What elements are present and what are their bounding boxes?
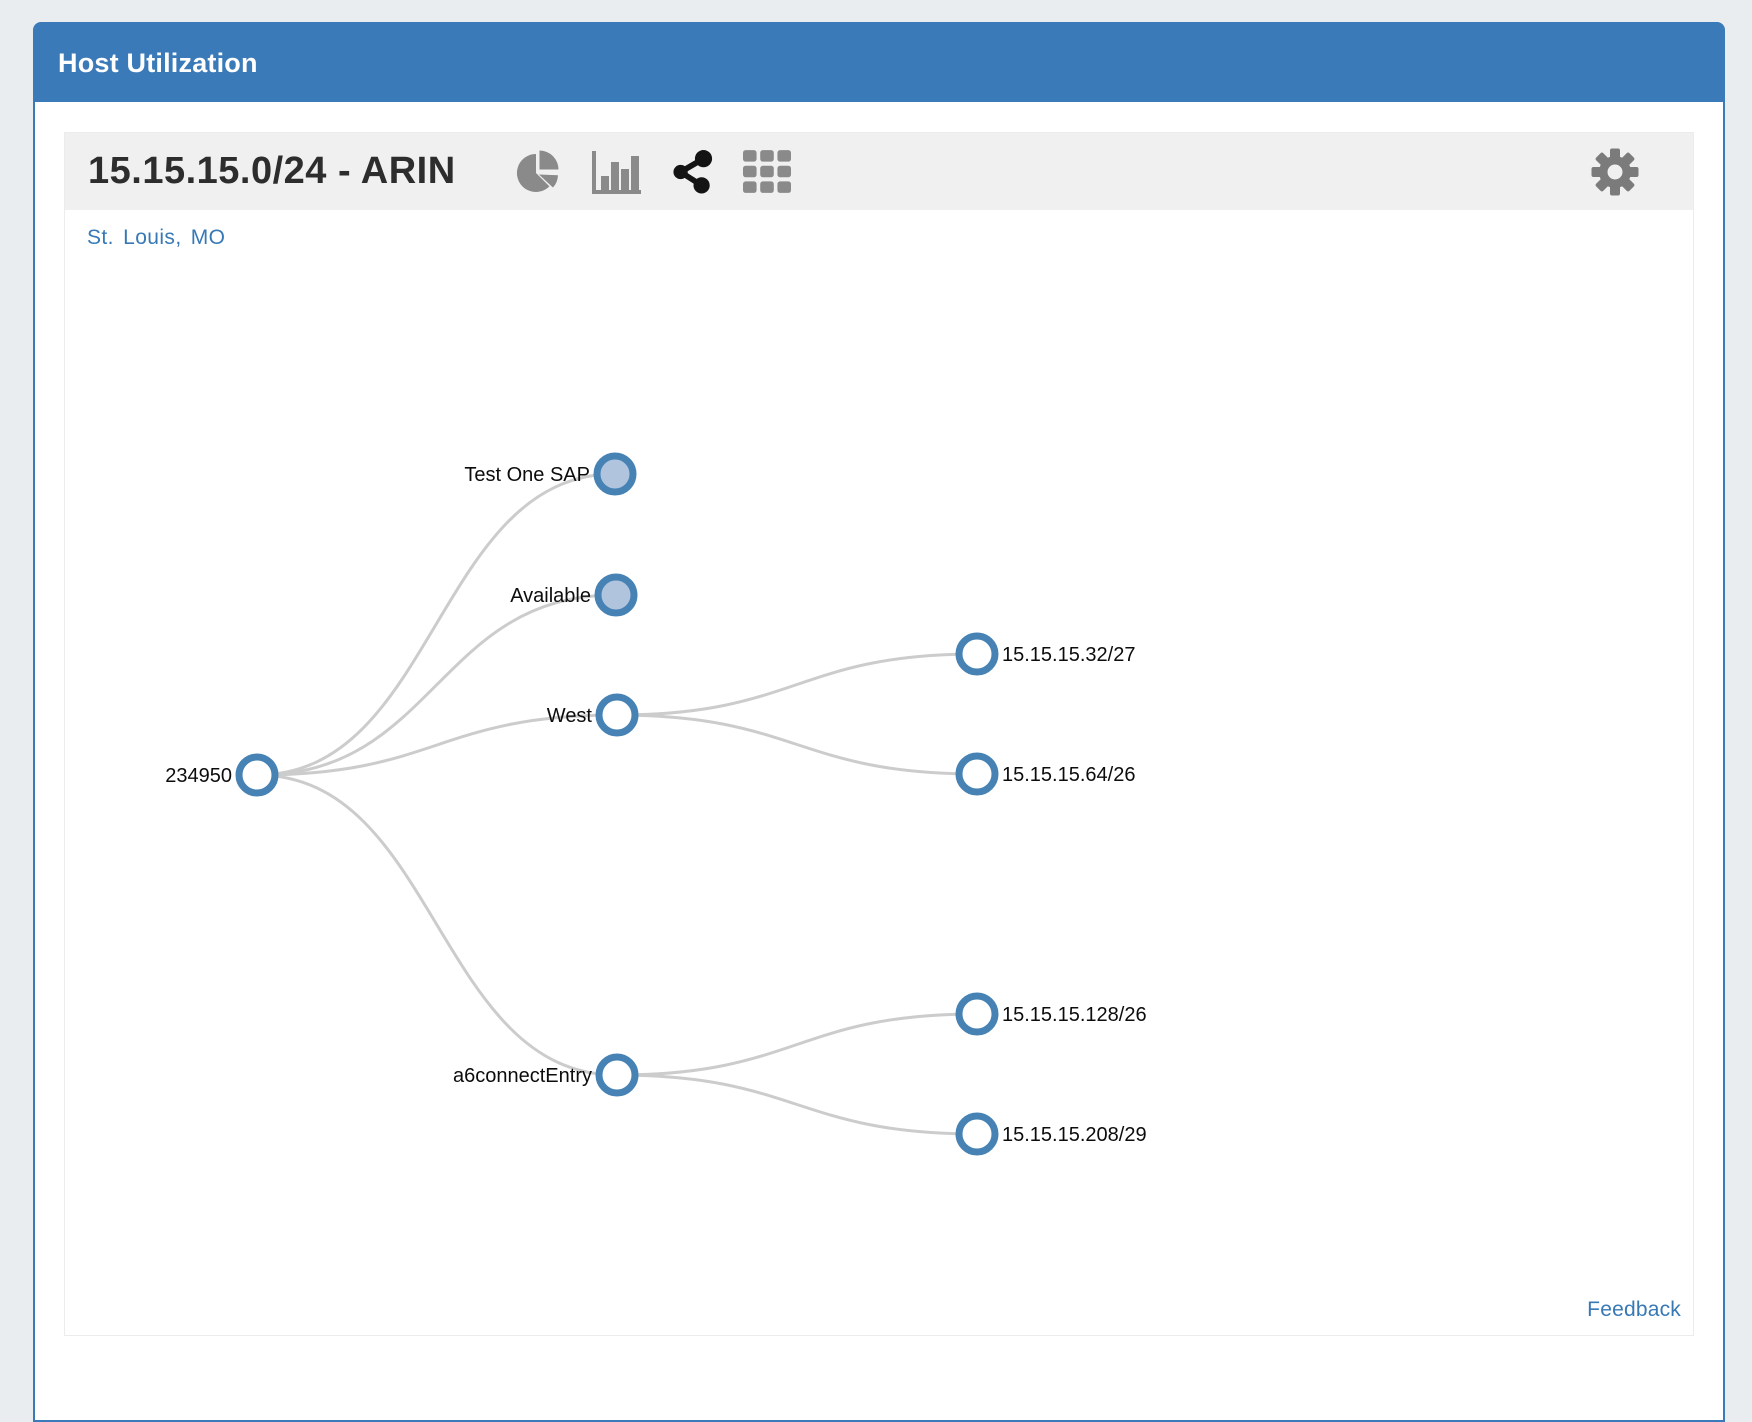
tree-link [256, 472, 616, 777]
panel-header: Host Utilization [35, 24, 1723, 102]
tree-node-label: 234950 [165, 765, 232, 787]
pie-view-button[interactable] [514, 148, 560, 196]
tree-link [616, 713, 978, 776]
tree-node-group: 15.15.15.208/29 [955, 1112, 1147, 1156]
bar-chart-view-button[interactable] [589, 149, 643, 195]
panel-body: 15.15.15.0/24 - ARIN [35, 102, 1723, 1336]
tree-node-group: Available [510, 573, 638, 617]
share-view-button[interactable] [672, 149, 714, 195]
grid-view-button[interactable] [742, 150, 791, 193]
tree-node-test-one-sap[interactable] [593, 452, 637, 496]
host-utilization-panel: Host Utilization 15.15.15.0/24 - ARIN [33, 22, 1725, 1422]
tree-node-label: 15.15.15.64/26 [1002, 764, 1135, 786]
view-toolbar [514, 148, 791, 196]
tree-node-label: 15.15.15.128/26 [1002, 1004, 1147, 1026]
settings-button[interactable] [1591, 148, 1639, 196]
tree-link [256, 773, 618, 1077]
bar-chart-icon [589, 149, 643, 195]
widget-titlebar: 15.15.15.0/24 - ARIN [65, 133, 1693, 210]
tree-node-root[interactable] [235, 753, 279, 797]
tree-node-label: Available [510, 585, 591, 607]
tree-node-group: 15.15.15.32/27 [955, 632, 1135, 676]
tree-node-group: 234950 [165, 753, 279, 797]
tree-node-label: 15.15.15.32/27 [1002, 644, 1135, 666]
feedback-link[interactable]: Feedback [1587, 1298, 1681, 1321]
tree-node-group: a6connectEntry [453, 1053, 639, 1097]
gear-icon [1591, 148, 1639, 196]
tree-link [256, 593, 617, 777]
tree-link [616, 652, 978, 717]
tree-node-label: West [547, 705, 593, 727]
tree-node-label: a6connectEntry [453, 1065, 592, 1087]
tree-node-subnet-64-26[interactable] [955, 752, 999, 796]
tree-node-label: Test One SAP [464, 464, 590, 486]
tree-node-subnet-128-26[interactable] [955, 992, 999, 1036]
tree-node-label: 15.15.15.208/29 [1002, 1124, 1147, 1146]
tree-node-available[interactable] [594, 573, 638, 617]
tree-link [616, 1073, 978, 1136]
tree-node-subnet-32-27[interactable] [955, 632, 999, 676]
tree-node-group: Test One SAP [464, 452, 637, 496]
subnet-title: 15.15.15.0/24 - ARIN [88, 150, 456, 192]
pie-chart-icon [514, 148, 560, 196]
tree-node-subnet-208-29[interactable] [955, 1112, 999, 1156]
tree-node-west[interactable] [595, 693, 639, 737]
panel-title: Host Utilization [58, 47, 258, 78]
share-icon [672, 149, 714, 195]
tree-node-group: West [547, 693, 639, 737]
tree-node-a6connectentry[interactable] [595, 1053, 639, 1097]
location-link[interactable]: St. Louis, MO [87, 226, 226, 249]
tree-link [256, 713, 618, 777]
subnet-widget: 15.15.15.0/24 - ARIN [64, 132, 1694, 1336]
tree-node-group: 15.15.15.128/26 [955, 992, 1147, 1036]
tree-link [616, 1012, 978, 1077]
tree-node-group: 15.15.15.64/26 [955, 752, 1135, 796]
grid-icon [742, 150, 791, 193]
